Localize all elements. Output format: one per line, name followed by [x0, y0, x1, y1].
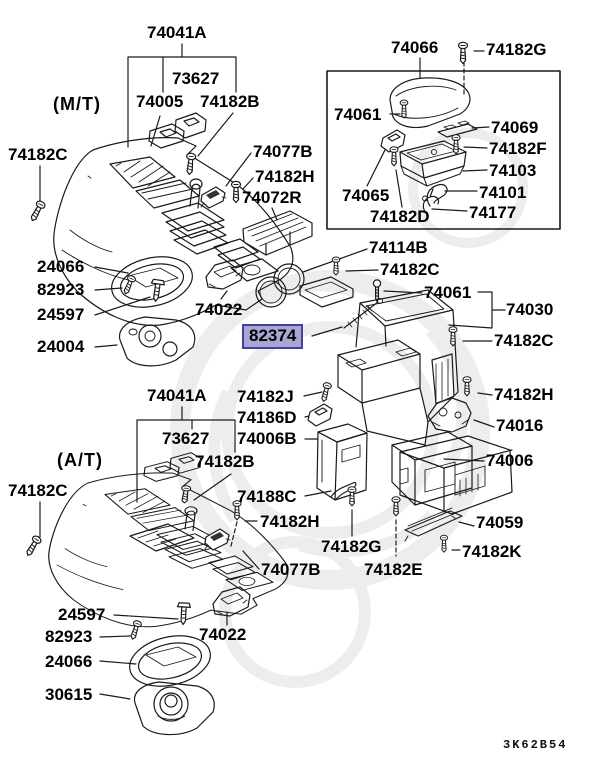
part-label-82374-25[interactable]: 82374 [242, 324, 304, 349]
part-label-74022-50[interactable]: 74022 [199, 625, 247, 644]
part-label-74114B-18[interactable]: 74114B [369, 238, 428, 257]
part-label-74030-27[interactable]: 74030 [506, 300, 554, 319]
part-label-24597-22[interactable]: 24597 [37, 305, 85, 324]
console-box-74030-drawing [337, 289, 459, 446]
part-label-74182C-4[interactable]: 74182C [8, 145, 68, 164]
part-label-74182H-6[interactable]: 74182H [255, 167, 315, 186]
part-label-73627-33[interactable]: 73627 [162, 429, 210, 448]
part-label-74006B-32[interactable]: 74006B [237, 429, 297, 448]
part-label-74182B-34[interactable]: 74182B [195, 452, 255, 471]
part-label-74182H-37[interactable]: 74182H [260, 512, 320, 531]
part-label-74041A-0[interactable]: 74041A [147, 23, 207, 42]
at-bracket-parts-drawing [316, 423, 368, 501]
bracket-74022-drawing [205, 259, 244, 290]
part-label-74182C-28[interactable]: 74182C [494, 331, 554, 350]
part-label-24066-48[interactable]: 24066 [45, 652, 93, 671]
part-label-74182F-12[interactable]: 74182F [489, 139, 547, 158]
part-label-74182E-45[interactable]: 74182E [364, 560, 423, 579]
part-label-74182C-35[interactable]: 74182C [8, 481, 68, 500]
part-label-24004-23[interactable]: 24004 [37, 337, 85, 356]
part-label-74182D-17[interactable]: 74182D [370, 207, 430, 226]
side-tray-74072r-drawing [242, 210, 313, 256]
part-label-73627-1[interactable]: 73627 [172, 69, 220, 88]
part-label-24597-46[interactable]: 24597 [58, 605, 106, 624]
part-label-74022-24[interactable]: 74022 [195, 300, 243, 319]
boot-plate-30615-drawing [133, 681, 215, 736]
part-label-74182G-41[interactable]: 74182G [321, 537, 382, 556]
part-label-74182H-38[interactable]: 74182H [494, 385, 554, 404]
part-label-74069-11[interactable]: 74069 [491, 118, 539, 137]
part-label-74177-15[interactable]: 74177 [469, 203, 517, 222]
part-label-30615-49[interactable]: 30615 [45, 685, 93, 704]
part-label-74077B-5[interactable]: 74077B [253, 142, 313, 161]
rear-console-assembly-drawing [391, 397, 513, 542]
part-label-74006-40[interactable]: 74006 [486, 451, 534, 470]
watermark-pattern [170, 128, 528, 688]
console-at-drawing [49, 453, 288, 627]
part-label-74016-39[interactable]: 74016 [496, 416, 544, 435]
part-label-24066-20[interactable]: 24066 [37, 257, 85, 276]
part-label-74061-26[interactable]: 74061 [424, 283, 472, 302]
part-label-82923-47[interactable]: 82923 [45, 627, 93, 646]
part-label-74182G-9[interactable]: 74182G [486, 40, 547, 59]
part-label-74005-2[interactable]: 74005 [136, 92, 184, 111]
part-label-74103-13[interactable]: 74103 [489, 161, 537, 180]
plate-24004-drawing [118, 316, 196, 367]
part-label-74041A-29[interactable]: 74041A [147, 386, 207, 405]
part-label-74188C-36[interactable]: 74188C [237, 487, 297, 506]
part-label-74077B-44[interactable]: 74077B [261, 560, 321, 579]
part-label-74182C-19[interactable]: 74182C [380, 260, 440, 279]
part-label-82923-21[interactable]: 82923 [37, 280, 85, 299]
part-label-74101-14[interactable]: 74101 [479, 183, 527, 202]
part-label-74182J-30[interactable]: 74182J [237, 387, 294, 406]
part-label-74186D-31[interactable]: 74186D [237, 408, 297, 427]
part-label-74182B-3[interactable]: 74182B [200, 92, 260, 111]
armrest-parts-box-frame [326, 70, 561, 230]
cup-holder-74114b-drawing [255, 263, 354, 308]
part-label-74066-8[interactable]: 74066 [391, 38, 439, 57]
at-shift-gate-drawing [129, 523, 195, 552]
part-label-74072R-7[interactable]: 74072R [242, 188, 302, 207]
drawing-number: 3K62B54 [503, 738, 568, 752]
part-label-74059-42[interactable]: 74059 [476, 513, 524, 532]
part-label-74065-16[interactable]: 74065 [342, 186, 390, 205]
part-label-74061-10[interactable]: 74061 [334, 105, 382, 124]
part-label-74182K-43[interactable]: 74182K [462, 542, 522, 561]
console-mt-drawing [53, 112, 294, 326]
armrest-assembly-drawing [389, 77, 478, 216]
